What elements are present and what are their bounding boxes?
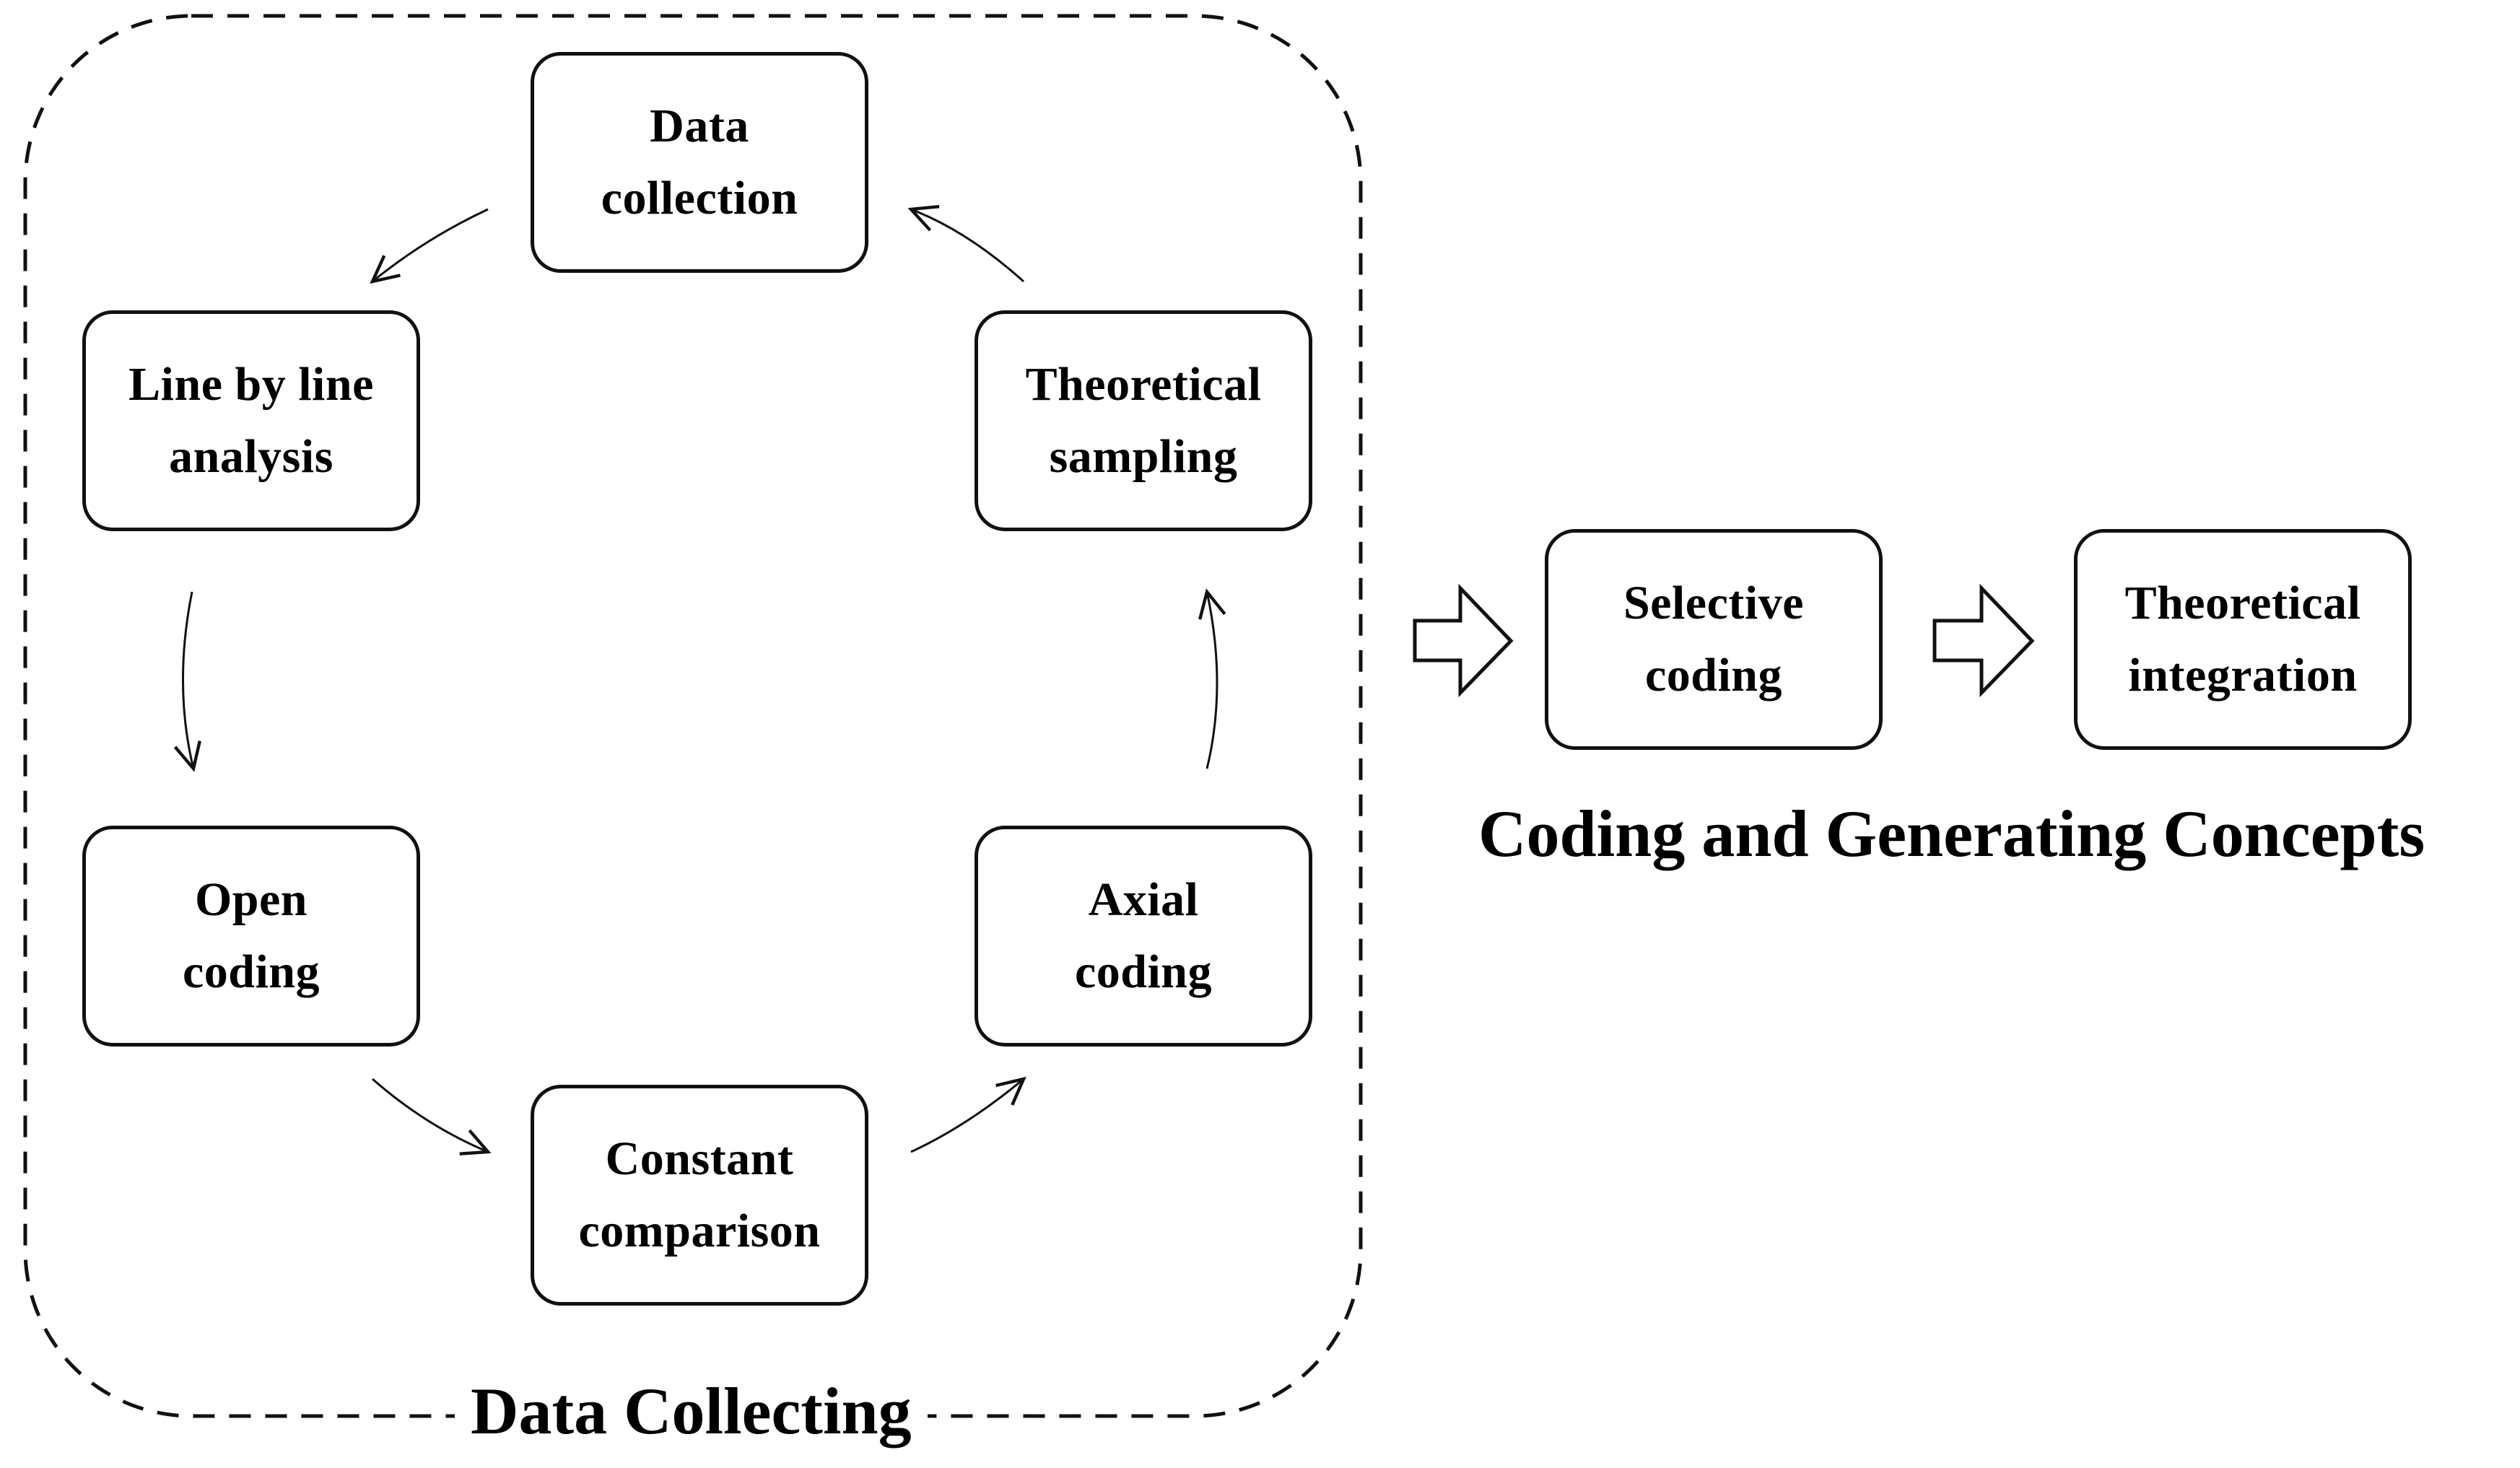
step-axial-coding: Axial coding bbox=[975, 826, 1312, 1047]
arrow-axial-coding-to-theoretical-sampling bbox=[1207, 592, 1217, 769]
step-selective-coding: Selective coding bbox=[1545, 529, 1883, 750]
step-theoretical-sampling-label: Theoretical sampling bbox=[1025, 358, 1262, 483]
arrow-line-analysis-to-open-coding bbox=[183, 591, 193, 769]
step-selective-coding-label: Selective coding bbox=[1623, 577, 1805, 702]
coding-concepts-title: Coding and Generating Concepts bbox=[1478, 797, 2425, 870]
block-arrow-to-theoretical-integration bbox=[1932, 583, 2035, 698]
data-collecting-title: Data Collecting bbox=[455, 1371, 928, 1451]
step-theoretical-integration: Theoretical integration bbox=[2074, 529, 2412, 750]
step-theoretical-sampling: Theoretical sampling bbox=[975, 310, 1312, 531]
step-open-coding: Open coding bbox=[82, 826, 420, 1047]
arrow-constant-comparison-to-axial-coding bbox=[910, 1079, 1024, 1153]
step-data-collection-label: Data collection bbox=[601, 100, 798, 224]
step-data-collection: Data collection bbox=[531, 52, 868, 273]
arrow-open-coding-to-constant-comparison bbox=[372, 1078, 488, 1152]
arrow-collection-to-line-analysis bbox=[372, 208, 489, 281]
block-arrow-to-selective-coding bbox=[1413, 583, 1514, 698]
step-constant-comparison: Constant comparison bbox=[531, 1085, 868, 1306]
step-open-coding-label: Open coding bbox=[182, 873, 321, 998]
step-line-by-line-analysis: Line by line analysis bbox=[82, 310, 420, 531]
arrow-theoretical-sampling-to-collection bbox=[911, 209, 1025, 283]
step-line-by-line-analysis-label: Line by line analysis bbox=[128, 358, 374, 483]
step-constant-comparison-label: Constant comparison bbox=[578, 1132, 821, 1257]
step-axial-coding-label: Axial coding bbox=[1074, 873, 1213, 998]
step-theoretical-integration-label: Theoretical integration bbox=[2124, 577, 2361, 702]
